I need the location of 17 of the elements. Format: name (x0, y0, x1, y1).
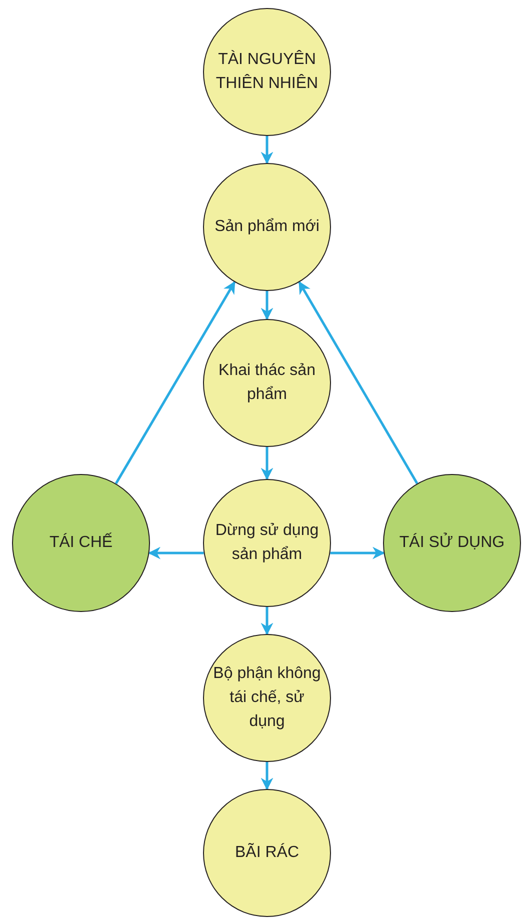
arrow (114, 281, 236, 484)
arrow (260, 447, 274, 480)
arrow (260, 762, 274, 790)
node-label: Khai thác sản phẩm (218, 361, 316, 405)
node-label: BÃI RÁC (234, 842, 300, 863)
node-label: TÁI CHẾ (48, 532, 114, 553)
node-label: TÁI SỬ DỤNG (398, 532, 506, 553)
arrow (260, 291, 274, 320)
node-label: Bộ phận không tái chế, sử dụng (212, 664, 322, 732)
arrow (260, 136, 274, 164)
arrow (298, 281, 418, 484)
node-label: Dừng sử dụng sản phẩm (214, 521, 320, 565)
node-label: Sản phẩm mới (214, 217, 320, 237)
node-label: TÀI NGUYÊN THIÊN NHIÊN (214, 49, 320, 94)
arrow (148, 546, 204, 560)
arrow (330, 546, 385, 560)
arrow (260, 607, 274, 636)
